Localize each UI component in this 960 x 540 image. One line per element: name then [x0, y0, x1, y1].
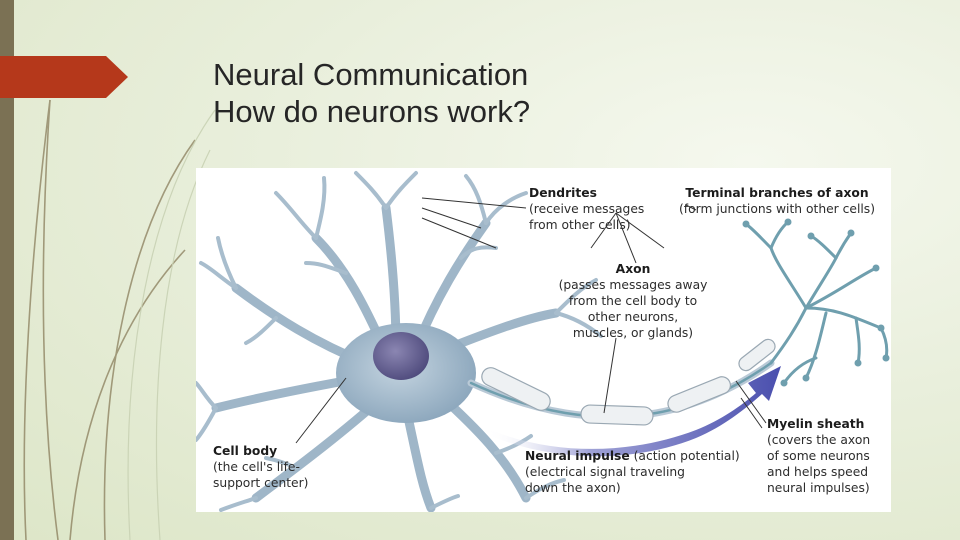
left-decorative-strip: [0, 0, 14, 540]
label-myelin-sheath: Myelin sheath (covers the axon of some n…: [767, 417, 871, 495]
leader-lines: [295, 197, 767, 444]
accent-tab: [0, 56, 128, 98]
label-neural-impulse: Neural impulse (action potential) (elect…: [525, 449, 740, 495]
terminal-knobs: [742, 218, 890, 387]
label-axon: Axon (passes messages away from the cell…: [558, 262, 708, 340]
label-cell-body: Cell body (the cell's life- support cent…: [213, 444, 309, 490]
myelin-segments: [481, 338, 776, 426]
title-line-1: Neural Communication: [213, 57, 529, 92]
neuron-diagram: Dendrites (receive messages from other c…: [196, 168, 891, 512]
title-line-2: How do neurons work?: [213, 94, 531, 129]
label-terminal-branches: Terminal branches of axon (form junction…: [678, 186, 876, 216]
slide-title: Neural Communication How do neurons work…: [213, 56, 530, 130]
label-dendrites: Dendrites (receive messages from other c…: [529, 186, 645, 232]
nucleus: [373, 332, 429, 380]
neuron-illustration: [196, 171, 890, 512]
terminal-branches: [744, 220, 889, 385]
